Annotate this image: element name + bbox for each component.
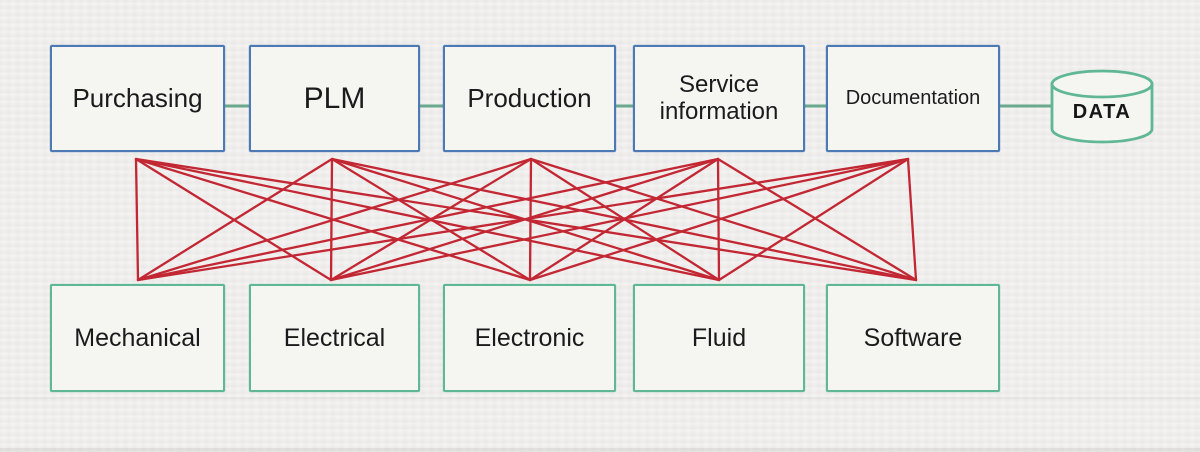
node-label: Fluid	[691, 324, 747, 352]
data-store-label: DATA	[1072, 101, 1132, 123]
node-label: Software	[863, 324, 963, 352]
node-plm: PLM	[249, 45, 420, 152]
node-documentation: Documentation	[826, 45, 1000, 152]
node-label: Purchasing	[72, 82, 203, 113]
paper-crease	[0, 397, 1200, 399]
node-production: Production	[443, 45, 616, 152]
node-label: PLM	[303, 81, 366, 115]
node-label: Electrical	[283, 324, 386, 352]
paper-crease	[0, 448, 1200, 452]
node-label: Service information	[659, 70, 779, 125]
node-software: Software	[826, 284, 1000, 392]
node-label: Production	[467, 82, 592, 113]
node-label: Electronic	[474, 324, 585, 352]
data-store-cylinder-top	[1050, 69, 1154, 99]
node-label: Mechanical	[74, 324, 201, 352]
node-service-information: Service information	[633, 45, 805, 152]
node-label: Documentation	[845, 87, 981, 110]
node-purchasing: Purchasing	[50, 45, 225, 152]
node-electronic: Electronic	[443, 284, 616, 392]
node-fluid: Fluid	[633, 284, 805, 392]
data-store-cylinder	[1050, 82, 1154, 144]
node-electrical: Electrical	[249, 284, 420, 392]
node-mechanical: Mechanical	[50, 284, 225, 392]
